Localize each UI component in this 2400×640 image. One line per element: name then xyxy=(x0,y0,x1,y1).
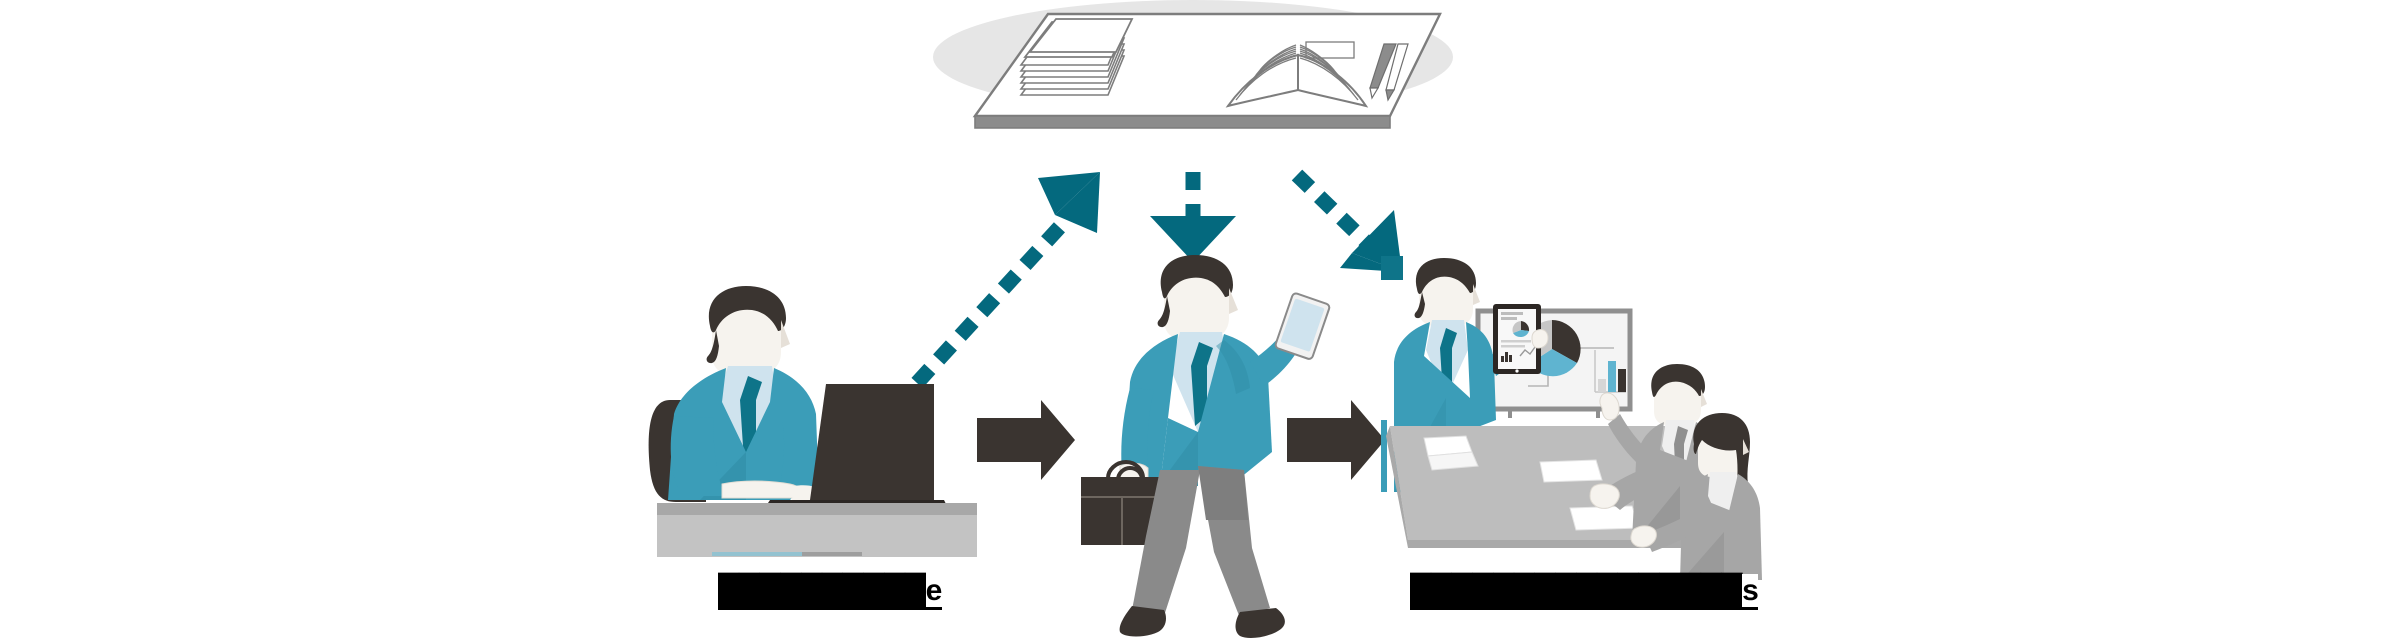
open-book xyxy=(1225,41,1369,108)
desk-shadow-strip xyxy=(802,552,862,556)
walking-head xyxy=(1157,255,1238,339)
caption-right-block: ████████████████ xyxy=(1410,574,1743,607)
walking-shirt-tie xyxy=(1170,332,1228,432)
caption-left: ██████████e xyxy=(718,574,942,610)
arrow-walking-to-meeting xyxy=(1287,400,1385,480)
document-workspace-badge xyxy=(933,0,1453,129)
caption-left-block: ██████████ xyxy=(718,574,926,607)
caption-right: ████████████████s xyxy=(1410,574,1759,610)
meeting-accent-mark xyxy=(1381,256,1403,280)
desk-top-edge xyxy=(657,503,977,515)
meeting-scene xyxy=(1381,256,1762,580)
arrow-upload-to-cloud xyxy=(911,172,1100,389)
presenter-tablet[interactable] xyxy=(1493,304,1541,374)
desk-worker-arms xyxy=(670,416,824,500)
arrow-desk-to-walking xyxy=(977,400,1075,480)
desk xyxy=(657,503,977,557)
tablet-device[interactable] xyxy=(1274,292,1331,360)
two-pencils xyxy=(1369,43,1409,102)
tablet-screen-content xyxy=(1501,312,1536,362)
caption-right-tail: s xyxy=(1742,574,1759,607)
bar-chart xyxy=(1594,350,1626,393)
stack-of-papers xyxy=(1019,18,1134,96)
desk-accent-strip xyxy=(712,552,802,556)
meeting-accent-bar xyxy=(1381,420,1387,492)
attendee-woman xyxy=(1630,413,1762,580)
walking-businessman-scene xyxy=(1081,255,1331,639)
table-documents xyxy=(1423,435,1641,531)
walking-legs xyxy=(1132,466,1270,618)
walking-jacket xyxy=(1124,334,1272,486)
walking-tablet-arm xyxy=(1250,292,1331,386)
walking-shoes xyxy=(1119,606,1285,639)
desk-worker-scene xyxy=(648,286,977,557)
caption-left-tail: e xyxy=(925,574,942,607)
desk-worker-head xyxy=(706,286,790,374)
desk-front-panel xyxy=(657,515,977,557)
arrow-cloud-to-mobile xyxy=(1150,172,1236,262)
